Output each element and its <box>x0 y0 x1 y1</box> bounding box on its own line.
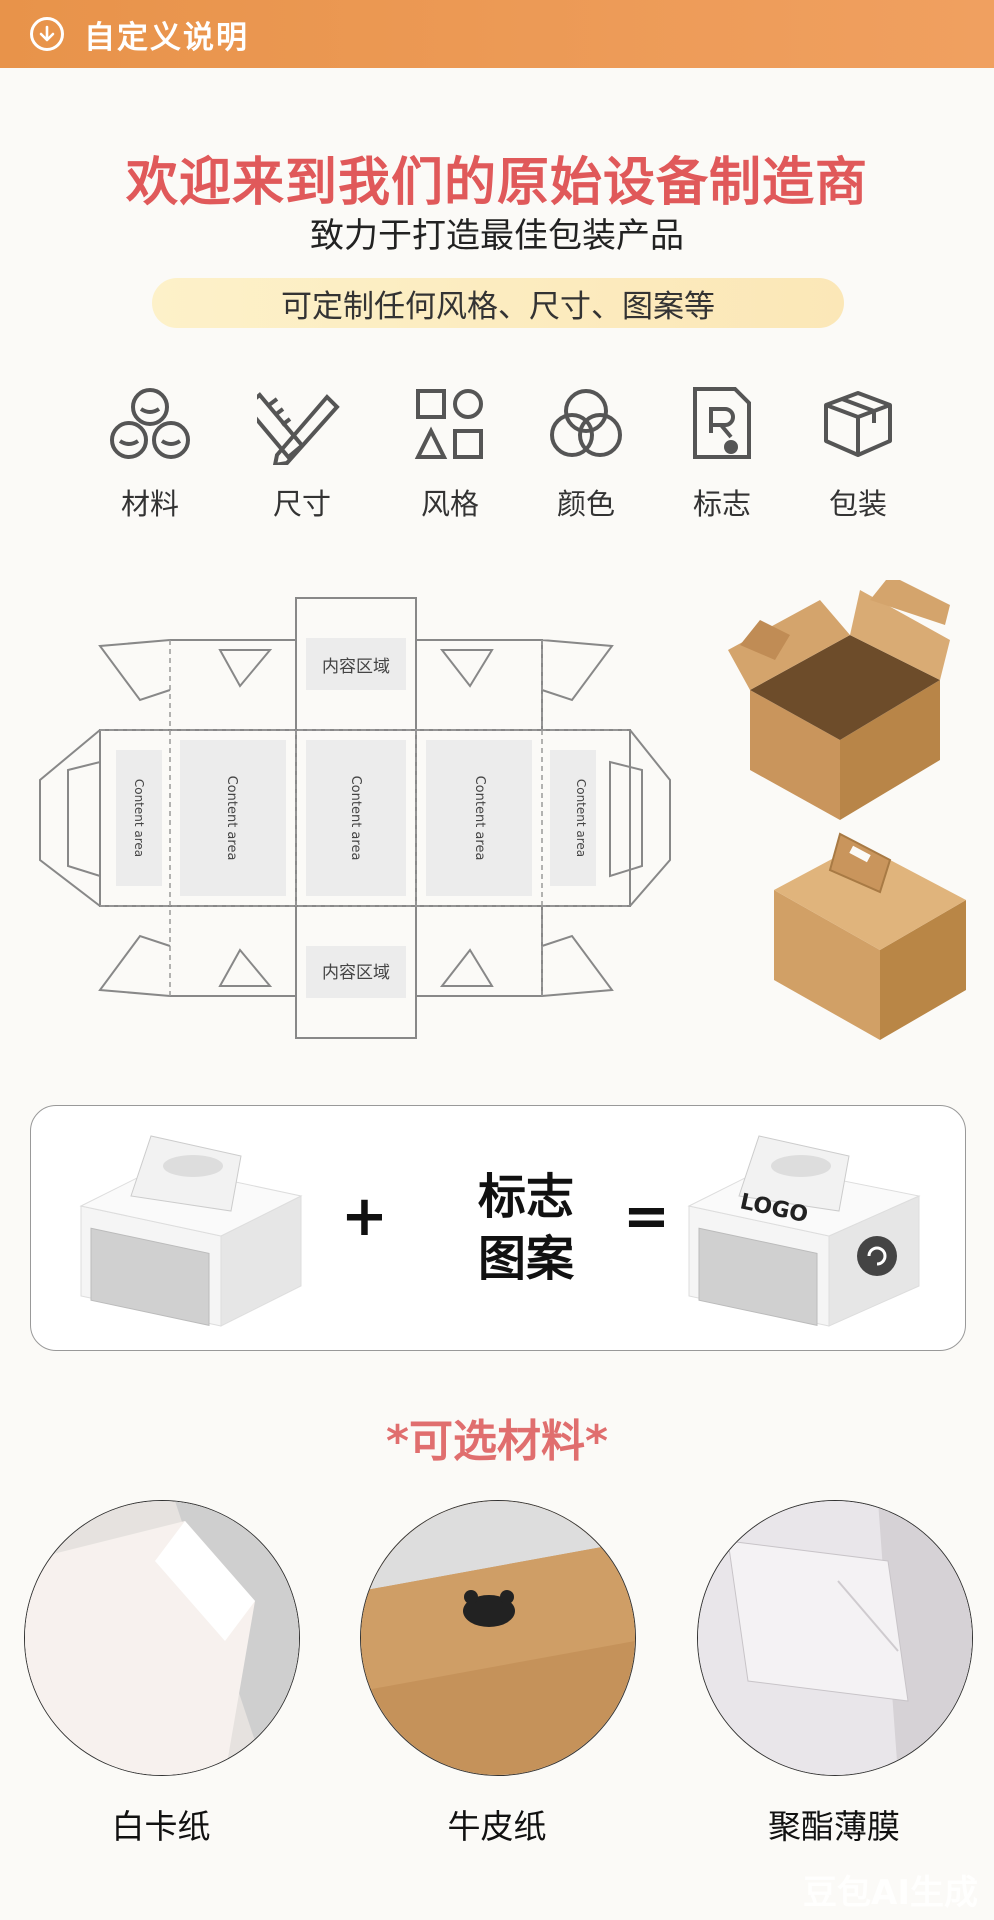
feature-size: 尺寸 <box>232 385 372 523</box>
feature-label: 材料 <box>120 487 179 521</box>
logo-combo-panel: + 标志 图案 = LOGO <box>30 1105 966 1351</box>
kraft-box-open-image <box>728 580 950 820</box>
download-circle-icon[interactable] <box>30 17 64 51</box>
logo-text-line2: 图案 <box>477 1231 574 1287</box>
feature-package: 包装 <box>788 385 928 523</box>
header-bar: 自定义说明 <box>0 0 994 68</box>
box-dieline: 内容区域 内容区域 Content area Content area Cont… <box>39 597 671 1039</box>
logo-text-line1: 标志 <box>477 1169 574 1225</box>
equals-sign: = <box>623 1184 670 1249</box>
content-area-label: Content area <box>348 776 363 861</box>
content-area-bottom-label: 内容区域 <box>322 963 390 983</box>
shapes-icon <box>414 389 483 459</box>
header-title: 自定义说明 <box>84 19 249 56</box>
feature-color: 颜色 <box>516 385 656 523</box>
plus-sign: + <box>341 1184 388 1249</box>
customizable-text: 可定制任何风格、尺寸、图案等 <box>281 288 715 325</box>
ruler-pencil-icon <box>257 392 340 465</box>
content-area-label: Content area <box>132 779 146 857</box>
logo-pattern-text: 标志 图案 <box>431 1166 621 1290</box>
feature-logo: 标志 <box>652 385 792 523</box>
welcome-heading: 欢迎来到我们的原始设备制造商 <box>125 153 868 213</box>
watermark: 豆包AI生成 <box>803 1873 978 1913</box>
content-area-label: Content area <box>472 776 487 861</box>
material-label: 牛皮纸 <box>447 1807 547 1846</box>
feature-label: 颜色 <box>556 487 615 521</box>
trademark-icon <box>693 387 751 459</box>
customizable-pill: 可定制任何风格、尺寸、图案等 <box>152 278 844 328</box>
feature-material: 材料 <box>80 385 220 523</box>
content-area-top-label: 内容区域 <box>322 657 390 677</box>
white-box-image <box>79 1135 303 1327</box>
white-card-image <box>25 1501 299 1775</box>
material-kraft-paper[interactable] <box>360 1500 636 1776</box>
subtitle: 致力于打造最佳包装产品 <box>310 216 684 256</box>
content-area-label: Content area <box>224 776 239 861</box>
feature-label: 风格 <box>420 487 479 521</box>
material-white-card[interactable] <box>24 1500 300 1776</box>
kraft-box-closed-image <box>774 832 966 1040</box>
white-box-with-logo-image: LOGO <box>687 1135 921 1327</box>
materials-title: *可选材料* <box>385 1416 609 1467</box>
material-polyester-film[interactable] <box>697 1500 973 1776</box>
content-area-label: Content area <box>574 779 588 857</box>
feature-label: 标志 <box>692 487 751 521</box>
color-circles-icon <box>550 389 622 457</box>
material-label: 聚酯薄膜 <box>768 1807 900 1846</box>
polyester-film-image <box>698 1501 972 1775</box>
material-label: 白卡纸 <box>111 1807 211 1846</box>
material-icon <box>110 388 190 459</box>
feature-style: 风格 <box>380 385 520 523</box>
feature-label: 包装 <box>828 487 887 521</box>
kraft-paper-image <box>361 1501 635 1775</box>
feature-label: 尺寸 <box>272 487 331 521</box>
package-icon <box>824 391 892 457</box>
